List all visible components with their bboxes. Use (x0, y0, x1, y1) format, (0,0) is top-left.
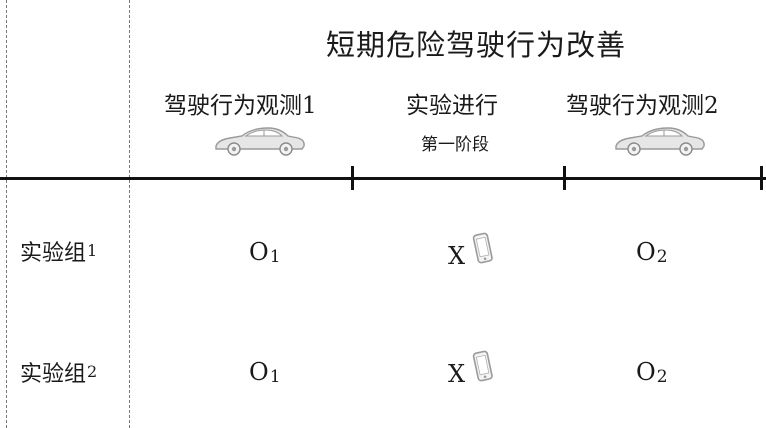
phase-3-label: 驾驶行为观测2 (566, 86, 719, 120)
timeline-tick-2 (563, 166, 566, 190)
cell-letter: X (448, 242, 466, 270)
timeline-tick-3 (760, 166, 763, 190)
phase-2-sublabel: 第一阶段 (421, 135, 489, 155)
car-icon (215, 127, 305, 156)
phase-1-label: 驾驶行为观测1 (164, 86, 317, 120)
diagram-title: 短期危险驾驶行为改善 (326, 28, 627, 62)
group-2-treatment: X (448, 350, 495, 388)
group-2-obs-2: O2 (636, 358, 668, 387)
column-divider-dashed (129, 0, 130, 428)
cell-subscript: 2 (656, 367, 668, 387)
car-icon (615, 127, 705, 156)
group-1-text: 实验组 (20, 241, 87, 266)
group-1-label: 实验组1 (20, 235, 97, 267)
group-1-treatment: X (448, 232, 495, 270)
cell-subscript: 1 (269, 367, 281, 387)
cell-letter: O (249, 358, 269, 386)
cell-letter: O (636, 238, 656, 266)
group-2-text: 实验组 (20, 362, 87, 387)
timeline-tick-1 (351, 166, 354, 190)
cell-letter: O (249, 238, 269, 266)
timeline-axis (0, 177, 766, 180)
phase-3-number: 2 (704, 93, 719, 119)
group-1-obs-1: O1 (249, 238, 281, 267)
phase-1-text: 驾驶行为观测 (164, 93, 302, 119)
group-1-number: 1 (87, 241, 98, 260)
group-2-obs-1: O1 (249, 358, 281, 387)
phase-3-text: 驾驶行为观测 (566, 93, 704, 119)
smartphone-icon (472, 232, 493, 264)
left-border-dashed (6, 0, 7, 428)
phase-2-label: 实验进行 (406, 93, 498, 119)
cell-letter: O (636, 358, 656, 386)
phase-1-number: 1 (302, 93, 317, 119)
smartphone-icon (472, 350, 493, 382)
group-2-label: 实验组2 (20, 356, 97, 388)
cell-subscript: 2 (656, 247, 668, 267)
group-2-number: 2 (87, 362, 98, 381)
cell-letter: X (448, 360, 466, 388)
cell-subscript: 1 (269, 247, 281, 267)
group-1-obs-2: O2 (636, 238, 668, 267)
